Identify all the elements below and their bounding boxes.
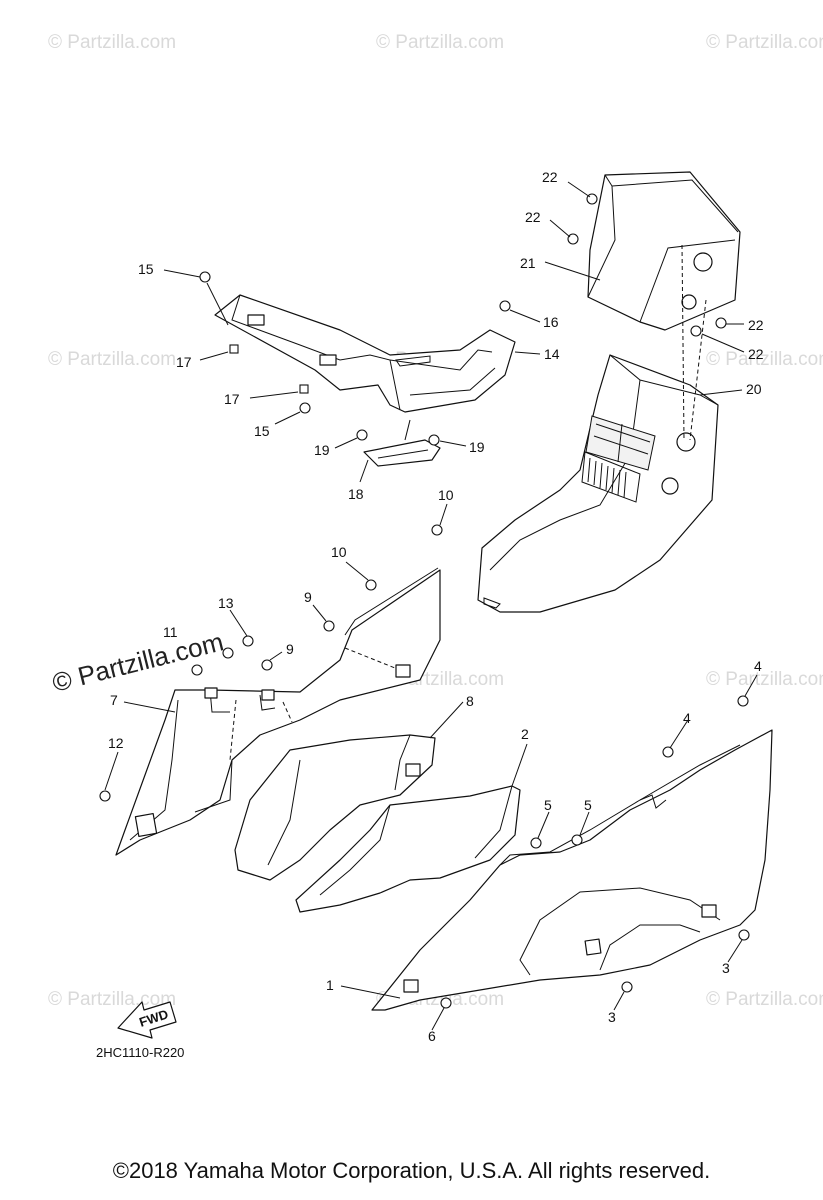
screw-9-icon (261, 659, 273, 671)
nut-17-icon (229, 344, 239, 354)
callout-22: 22 (748, 346, 764, 362)
screw-16-icon (499, 300, 511, 312)
part-18-bracket (363, 439, 441, 467)
callout-17: 17 (224, 391, 240, 407)
callout-20: 20 (746, 381, 762, 397)
callout-19: 19 (469, 439, 485, 455)
diagram-code: 2HC1110-R220 (96, 1045, 184, 1060)
callout-17: 17 (176, 354, 192, 370)
part-7-side-cover (115, 567, 441, 856)
screw-9-icon (323, 620, 335, 632)
callout-12: 12 (108, 735, 124, 751)
part-8-panel (234, 734, 436, 881)
callout-16: 16 (543, 314, 559, 330)
callout-7: 7 (110, 692, 118, 708)
callout-15: 15 (254, 423, 270, 439)
screw-4-icon (737, 695, 749, 707)
callout-labels: 15 17 17 15 16 14 19 19 18 22 22 21 22 2… (108, 169, 764, 1044)
bolt-6-icon (440, 997, 452, 1009)
part-14-panel (214, 294, 516, 413)
callout-9: 9 (304, 589, 312, 605)
screw-19-icon (428, 434, 440, 446)
callout-22: 22 (525, 209, 541, 225)
nut-17-icon (299, 384, 309, 394)
watermark-large: © Partzilla.com (49, 626, 226, 697)
callout-8: 8 (466, 693, 474, 709)
callout-11: 11 (163, 624, 178, 640)
screw-11-icon (222, 647, 234, 659)
callout-2: 2 (521, 726, 529, 742)
watermark: © Partzilla.com (48, 32, 176, 53)
watermark: © Partzilla.com (48, 989, 176, 1010)
screw-22-icon (715, 317, 727, 329)
screw-11-icon (191, 664, 203, 676)
callout-6: 6 (428, 1028, 436, 1044)
callout-3: 3 (722, 960, 730, 976)
callout-19: 19 (314, 442, 330, 458)
callout-3: 3 (608, 1009, 616, 1025)
screw-13-icon (242, 635, 254, 647)
part-20-console (477, 354, 719, 613)
callout-5: 5 (544, 797, 552, 813)
bolt-15-icon (299, 402, 311, 414)
watermark: © Partzilla.com (48, 349, 176, 370)
copyright-notice: ©2018 Yamaha Motor Corporation, U.S.A. A… (112, 1158, 711, 1183)
bolt-15-icon (199, 271, 211, 283)
screw-5-icon (530, 837, 542, 849)
bolt-3-icon (621, 981, 633, 993)
callout-15: 15 (138, 261, 154, 277)
part-2-panel (295, 785, 521, 913)
screw-10-icon (431, 524, 443, 536)
screw-10-icon (365, 579, 377, 591)
screw-4-icon (662, 746, 674, 758)
watermark: © Partzilla.com (706, 669, 823, 690)
leader-lines (104, 181, 758, 1031)
callout-10: 10 (331, 544, 347, 560)
callout-5: 5 (584, 797, 592, 813)
fwd-arrow-icon: FWD (117, 1001, 177, 1039)
callout-18: 18 (348, 486, 364, 502)
callout-4: 4 (754, 658, 762, 674)
screw-19-icon (356, 429, 368, 441)
callout-1: 1 (326, 977, 334, 993)
fasteners (99, 193, 750, 1009)
watermark: © Partzilla.com (706, 349, 823, 370)
callout-13: 13 (218, 595, 234, 611)
callout-22: 22 (748, 317, 764, 333)
watermark: © Partzilla.com (706, 989, 823, 1010)
part-1-side-panel (371, 729, 773, 1011)
callout-4: 4 (683, 710, 691, 726)
screw-22-icon (690, 325, 702, 337)
callout-21: 21 (520, 255, 536, 271)
callout-14: 14 (544, 346, 560, 362)
watermark: © Partzilla.com (376, 32, 504, 53)
screw-5-icon (571, 834, 583, 846)
callout-10: 10 (438, 487, 454, 503)
alignment-line (681, 244, 707, 441)
screw-22-icon (567, 233, 579, 245)
callout-9: 9 (286, 641, 294, 657)
bolt-3-icon (738, 929, 750, 941)
bolt-12-icon (99, 790, 111, 802)
part-21-cover (587, 171, 741, 331)
watermark: © Partzilla.com (706, 32, 823, 53)
callout-22: 22 (542, 169, 558, 185)
